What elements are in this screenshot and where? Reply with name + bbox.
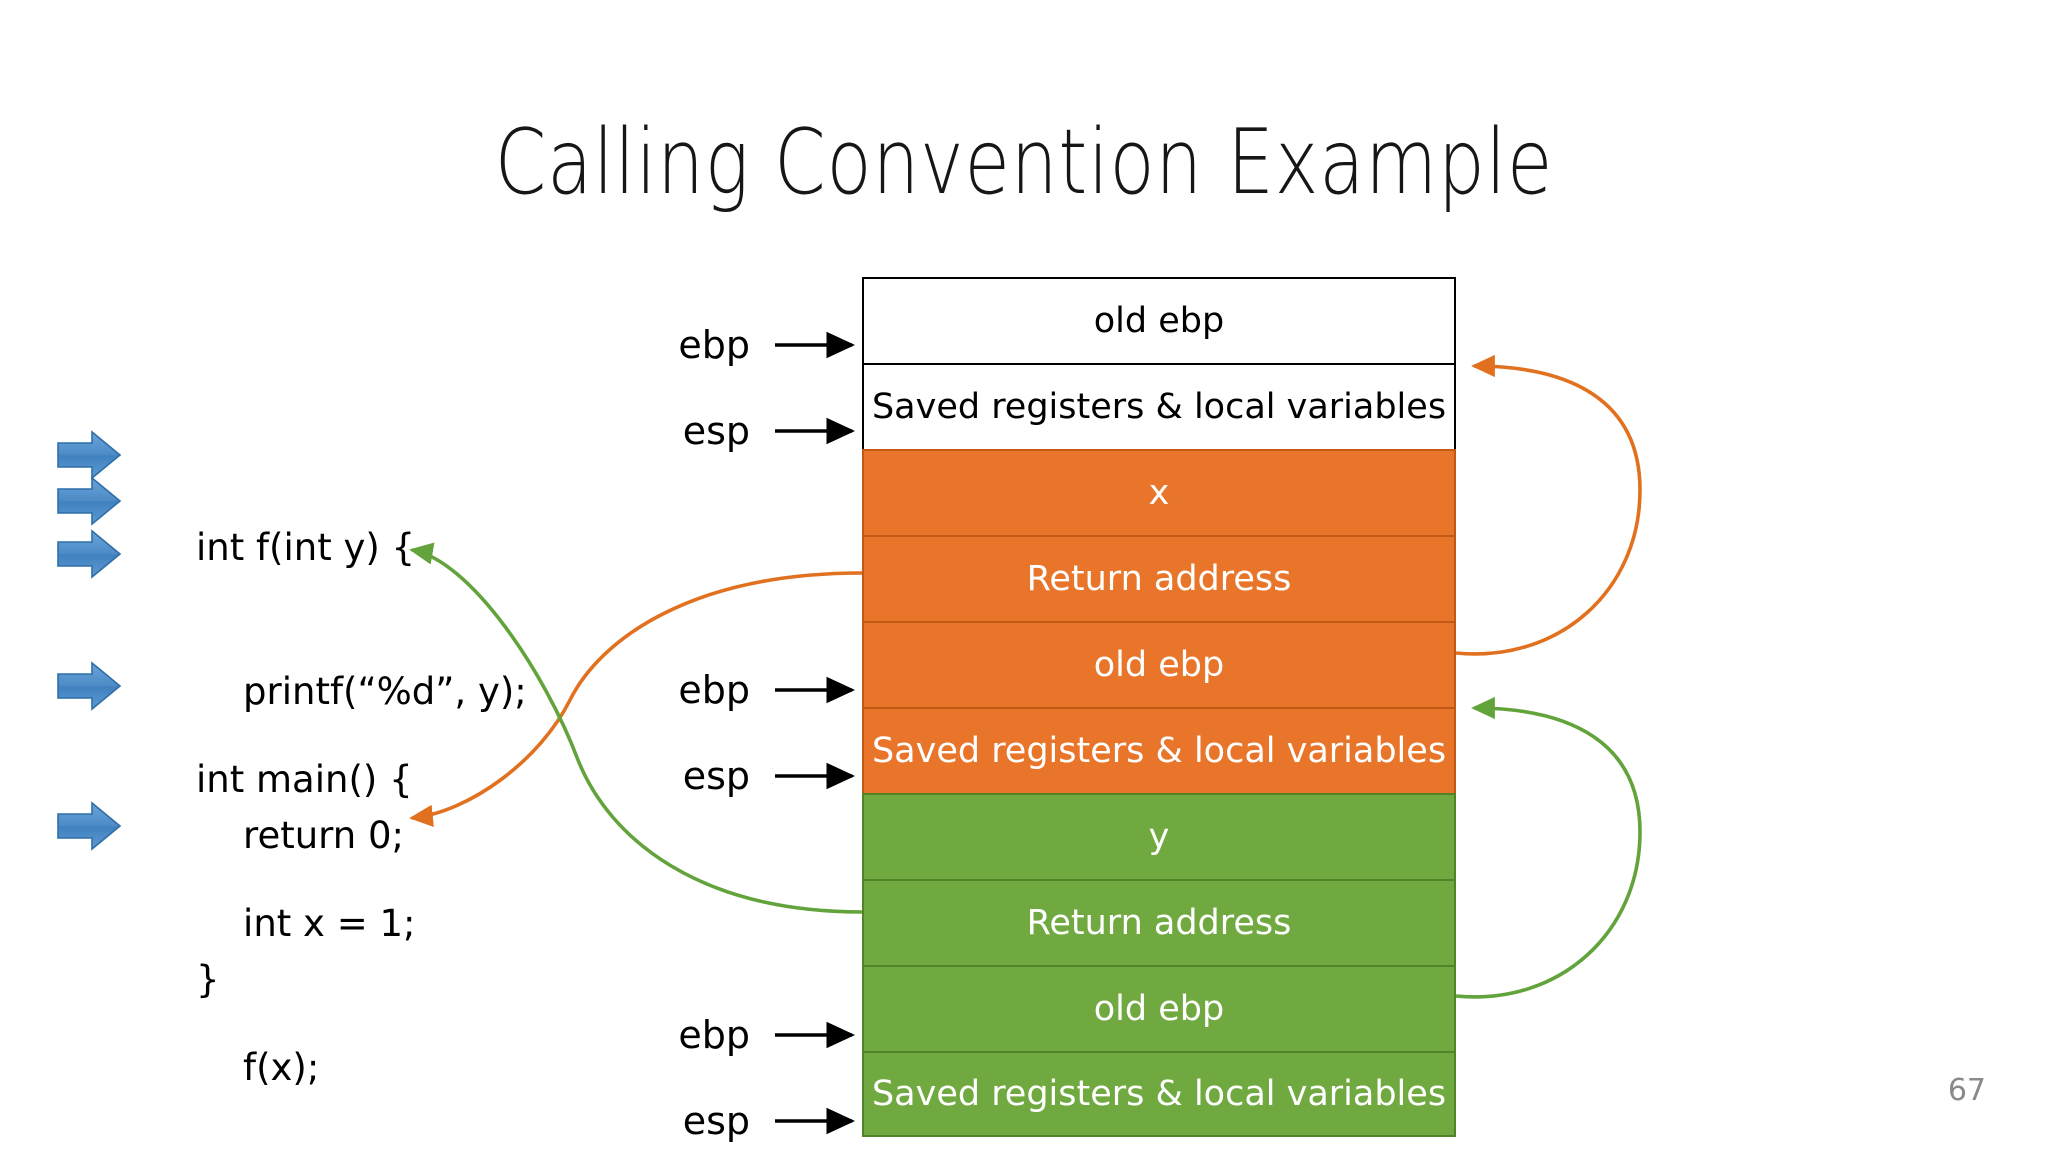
code-block-function-main: int main() { int x = 1; f(x); return 0; … <box>196 660 415 1152</box>
stack-row: Saved registers & local variables <box>862 363 1456 449</box>
code-line: int x = 1; <box>196 902 416 945</box>
connector-old-ebp-orange <box>1455 354 1642 656</box>
code-line: int f(int y) { <box>196 526 416 569</box>
bullet-arrow-main-return <box>57 801 122 851</box>
pointer-label-ebp-main: ebp <box>678 668 750 712</box>
code-line: f(x); <box>196 1046 320 1089</box>
pointer-label-esp-main: esp <box>682 754 750 798</box>
stack-row: x <box>862 449 1456 535</box>
code-line: int main() { <box>196 758 413 801</box>
pointer-label-ebp-caller: ebp <box>678 323 750 367</box>
stack-row: Return address <box>862 535 1456 621</box>
page-title: Calling Convention Example <box>494 110 1554 215</box>
pointer-label-ebp-f: ebp <box>678 1013 750 1057</box>
stack-row: Saved registers & local variables <box>862 1051 1456 1137</box>
stack-row: old ebp <box>862 621 1456 707</box>
stack-row: old ebp <box>862 277 1456 363</box>
page-number: 67 <box>1947 1073 1986 1108</box>
code-line: printf(“%d”, y); <box>196 670 527 713</box>
pointer-label-esp-caller: esp <box>682 409 750 453</box>
bullet-arrow-f-signature <box>57 430 122 480</box>
pointer-label-esp-f: esp <box>682 1099 750 1143</box>
stack-row: old ebp <box>862 965 1456 1051</box>
pointer-arrow-lines <box>775 331 856 1135</box>
bullet-arrow-f-printf <box>57 476 122 526</box>
stack-row: y <box>862 793 1456 879</box>
stack-row: Saved registers & local variables <box>862 707 1456 793</box>
code-block-function-f: int f(int y) { printf(“%d”, y); return 0… <box>196 428 527 1100</box>
code-line: return 0; <box>196 814 404 857</box>
stack-row: Return address <box>862 879 1456 965</box>
stack-diagram: old ebp Saved registers & local variable… <box>862 277 1456 1137</box>
connector-old-ebp-green <box>1455 696 1642 999</box>
bullet-arrow-group <box>57 430 122 851</box>
bullet-arrow-f-return <box>57 529 122 579</box>
code-line: } <box>196 958 220 1001</box>
bullet-arrow-main-signature <box>57 661 122 711</box>
